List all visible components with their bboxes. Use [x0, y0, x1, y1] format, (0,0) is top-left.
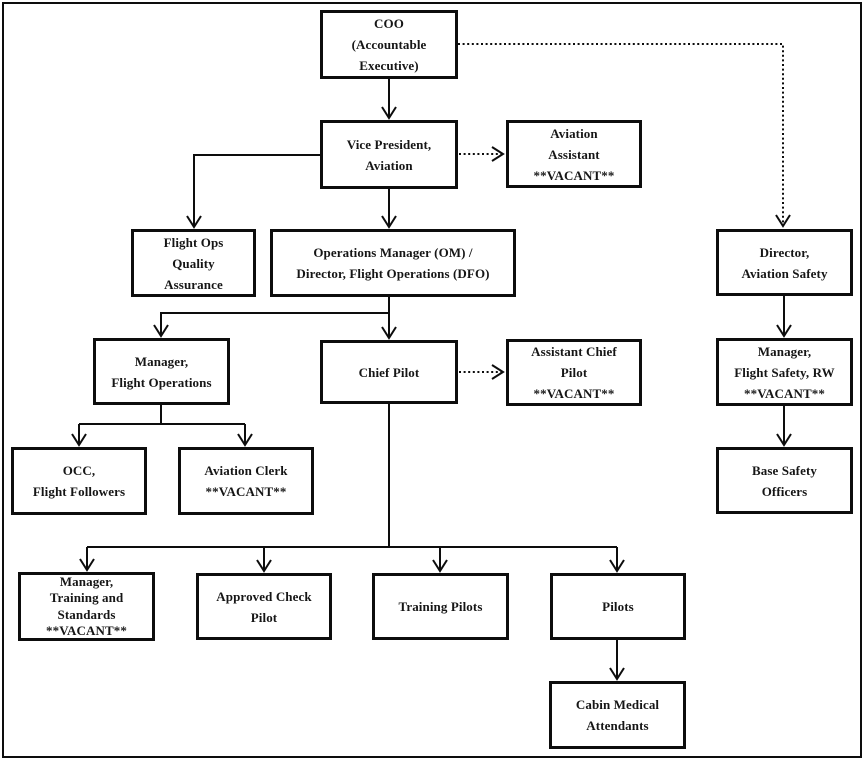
- org-box-label: Operations Manager (OM) / Director, Flig…: [296, 245, 490, 281]
- org-box-label: Aviation Assistant **VACANT**: [533, 125, 615, 183]
- org-box-label: Manager, Flight Operations: [111, 353, 212, 390]
- connector-om_dfo-manager_flight_operations: [153, 312, 389, 338]
- org-box-chief_pilot: Chief Pilot: [320, 340, 458, 404]
- org-box-label: Approved Check Pilot: [216, 588, 312, 625]
- org-box-manager_flight_safety_rw: Manager, Flight Safety, RW **VACANT**: [716, 338, 853, 406]
- org-box-director_aviation_safety: Director, Aviation Safety: [716, 229, 853, 296]
- org-box-cabin_medical_attendants: Cabin Medical Attendants: [549, 681, 686, 749]
- org-box-label: Base Safety Officers: [751, 462, 817, 499]
- org-box-vp_aviation: Vice President, Aviation: [320, 120, 458, 189]
- org-box-label: Vice President, Aviation: [346, 136, 432, 173]
- org-box-label: OCC, Flight Followers: [32, 463, 126, 499]
- org-box-label: Aviation Clerk **VACANT**: [204, 463, 288, 499]
- org-box-pilots: Pilots: [550, 573, 686, 640]
- org-box-label: Chief Pilot: [358, 364, 420, 380]
- org-box-om_dfo: Operations Manager (OM) / Director, Flig…: [270, 229, 516, 297]
- org-box-label: Manager, Training and Standards **VACANT…: [46, 573, 127, 638]
- org-box-label: Training Pilots: [398, 599, 483, 614]
- org-box-base_safety_officers: Base Safety Officers: [716, 447, 853, 514]
- org-box-approved_check_pilot: Approved Check Pilot: [196, 573, 332, 640]
- org-box-flight_ops_qa: Flight Ops Quality Assurance: [131, 229, 256, 297]
- org-box-training_pilots: Training Pilots: [372, 573, 509, 640]
- org-box-label: Director, Aviation Safety: [741, 244, 828, 281]
- org-box-assistant_chief_pilot: Assistant Chief Pilot **VACANT**: [506, 339, 642, 406]
- org-box-manager_training_standards: Manager, Training and Standards **VACANT…: [18, 572, 155, 641]
- connector-coo-director_aviation_safety: [458, 43, 791, 228]
- org-box-manager_flight_operations: Manager, Flight Operations: [93, 338, 230, 405]
- org-box-occ_flight_followers: OCC, Flight Followers: [11, 447, 147, 515]
- connector-vp-flight_ops_qa: [186, 154, 321, 229]
- org-box-label: Manager, Flight Safety, RW **VACANT**: [734, 343, 835, 401]
- org-box-aviation_clerk: Aviation Clerk **VACANT**: [178, 447, 314, 515]
- org-box-label: Cabin Medical Attendants: [575, 697, 660, 733]
- org-box-coo: COO (Accountable Executive): [320, 10, 458, 79]
- org-box-label: Pilots: [602, 599, 634, 614]
- org-box-aviation_assistant: Aviation Assistant **VACANT**: [506, 120, 642, 188]
- org-box-label: Flight Ops Quality Assurance: [163, 234, 224, 292]
- org-box-label: COO (Accountable Executive): [351, 16, 427, 73]
- org-box-label: Assistant Chief Pilot **VACANT**: [531, 344, 617, 401]
